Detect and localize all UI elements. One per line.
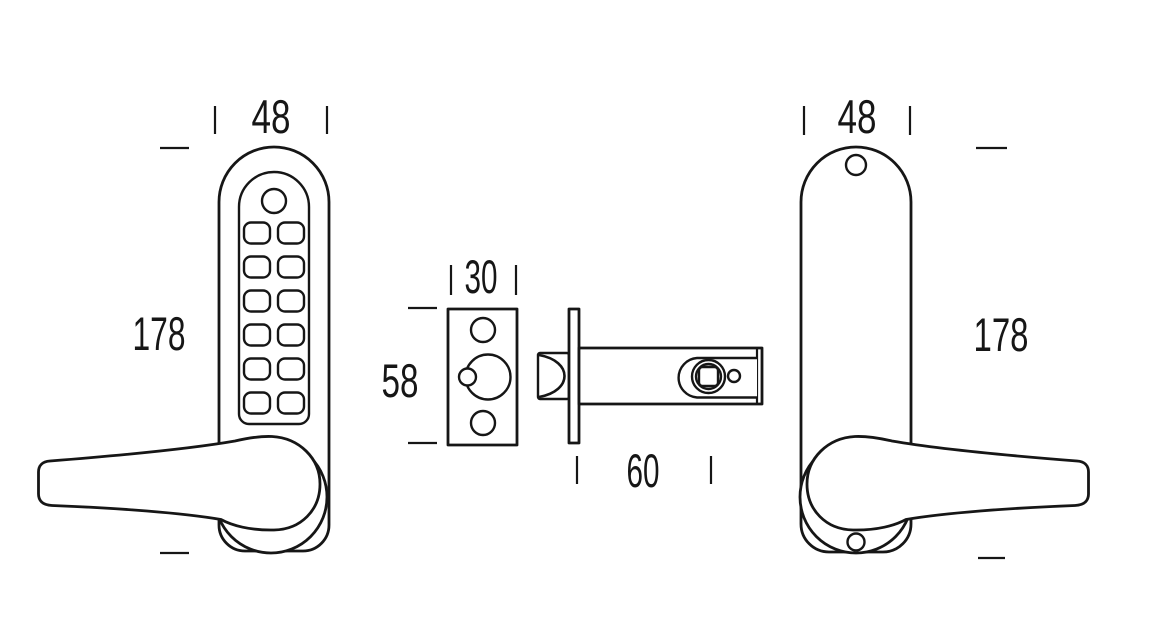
lever-handle (805, 435, 1090, 532)
mirrored-lever-group (798, 435, 1090, 555)
back-plate-screw-hole-top (844, 153, 868, 177)
keypad-button (276, 255, 306, 279)
keypad-button (276, 221, 306, 245)
spindle-square-hole (697, 365, 720, 388)
latch-assembly (446, 307, 764, 447)
keypad-button (242, 289, 272, 313)
latch-bolt-bevel (538, 353, 566, 399)
keypad-button (242, 391, 272, 415)
dim-label-latch-faceplate-height: 58 (382, 354, 419, 407)
dim-label-back-plate-height: 178 (974, 308, 1029, 361)
back-plate-assembly (798, 145, 1090, 555)
dim-label-latch-faceplate-width: 30 (465, 250, 498, 303)
dimension-annotations: 48 178 30 58 60 48 178 (133, 90, 1029, 560)
latch-faceplate-side (567, 307, 581, 445)
indicator-window (260, 187, 288, 215)
keypad-plate-assembly (37, 145, 331, 555)
keypad-button (242, 323, 272, 347)
faceplate-screw-hole-bottom (469, 409, 497, 437)
keypad-button (242, 221, 272, 245)
keypad-button (276, 357, 306, 381)
dim-label-keypad-plate-height: 178 (133, 307, 186, 360)
keypad-button (276, 289, 306, 313)
keypad-button (242, 255, 272, 279)
fixing-hole (726, 368, 742, 384)
dim-label-back-plate-width: 48 (838, 90, 877, 143)
keypad (242, 221, 306, 415)
deadlock-plunger-opening (457, 367, 478, 387)
faceplate-screw-hole-top (469, 316, 497, 344)
keypad-button (242, 357, 272, 381)
lever-handle (37, 435, 322, 532)
dim-label-latch-backset: 60 (627, 444, 660, 497)
dim-label-keypad-plate-width: 48 (252, 90, 291, 143)
keypad-button (276, 323, 306, 347)
back-plate-screw-hole-bottom (846, 532, 866, 552)
keypad-button (276, 391, 306, 415)
